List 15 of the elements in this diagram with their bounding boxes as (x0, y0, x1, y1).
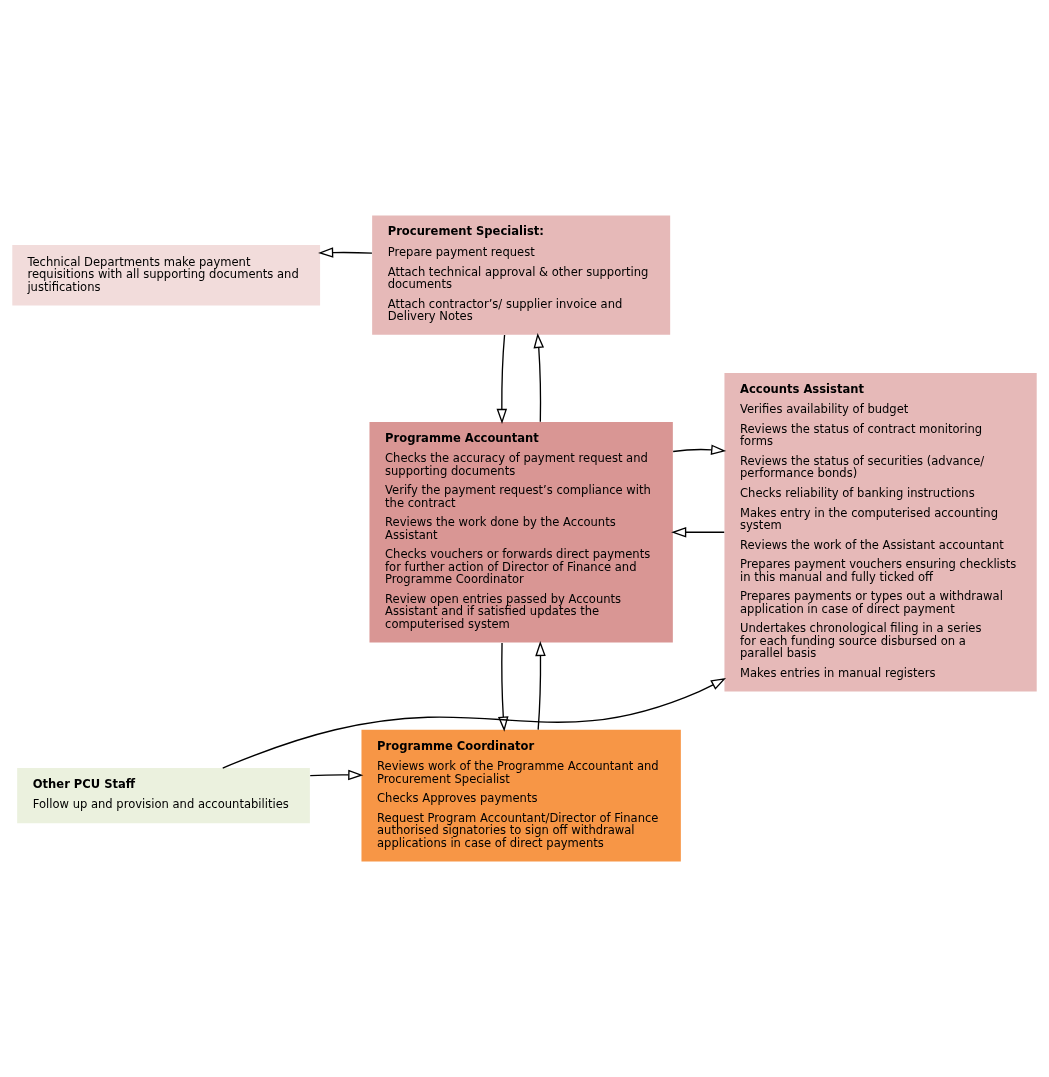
node-box: Accounts Assistant Verifies availability of budget Reviews the status of contract monitoring forms Reviews the status of securities (advance/ performance bonds) Checks reliability of banking instructions Makes entry in the computerised accounting system Reviews the work of the Assistant accountant Prepares payment vouchers ensuring checklists in this manual and fully ticked off Prepares payments or types out a withdrawal application in case of direct payment Undertakes chronological filing in a series for each funding source disbursed on a parallel basis Makes entries in manual registers (724, 373, 1037, 692)
node-box: Programme Accountant Checks the accuracy of payment request and supporting documents Verify the payment request’s compliance with the contract Reviews the work done by the Accounts Assistant Checks vouchers or forwards direct payments for further action of Director of Finance and Programme Coordinator Review open entries passed by Accounts Assistant and if satisfied updates the computerised system (369, 421, 673, 643)
node-box: Procurement Specialist: Prepare payment request Attach technical approval & other supporting documents Attach contractor’s/ supplier invoice and Delivery Notes (372, 215, 671, 335)
node-box: Technical Departments make payment requisitions with all supporting documents and justifications (12, 244, 321, 306)
arrow (309, 769, 364, 781)
arrow (222, 677, 727, 769)
arrow (318, 247, 373, 258)
arrow (671, 526, 725, 538)
node-box: Programme Coordinator Reviews work of the Programme Accountant and Procurement Specialist Checks Approves payments Request Program Accountant/Director of Finance authorised signatories to sign off withdrawal applications in case of direct payments (361, 729, 681, 862)
arrow (498, 642, 509, 732)
arrow (535, 640, 546, 731)
arrow (533, 332, 545, 423)
arrow (496, 334, 508, 424)
node-box: Other PCU Staff Follow up and provision and accountabilities (17, 768, 310, 824)
arrow (672, 444, 727, 456)
